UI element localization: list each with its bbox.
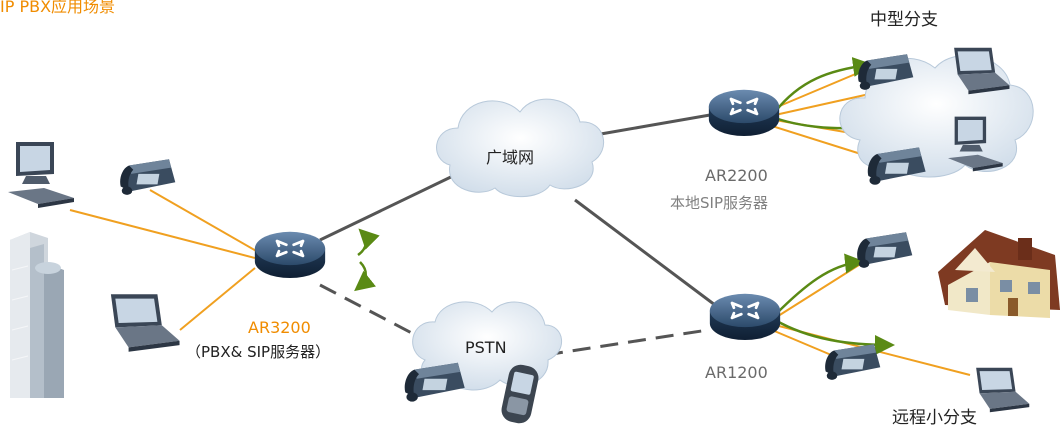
ar2200-role-label: 本地SIP服务器 bbox=[670, 194, 768, 212]
ar2200-label: AR2200 bbox=[705, 166, 768, 185]
ip-phone-icon bbox=[857, 232, 913, 268]
house-icon bbox=[938, 230, 1060, 318]
link-wan-ar2200 bbox=[594, 113, 711, 137]
link-pstn-ar1200 bbox=[544, 328, 709, 357]
ip-phone-icon bbox=[120, 159, 176, 195]
wan-label: 广域网 bbox=[486, 148, 535, 167]
cloud-icon bbox=[436, 98, 604, 198]
mobile-phone-icon bbox=[501, 364, 539, 424]
ip-phone-icon bbox=[825, 344, 881, 380]
pstn-label: PSTN bbox=[465, 338, 507, 357]
ar3200-role-label: （PBX& SIP服务器） bbox=[186, 343, 331, 361]
ar3200-label: AR3200 bbox=[248, 318, 311, 337]
arrow-down bbox=[354, 261, 376, 292]
router-icon bbox=[708, 292, 782, 342]
link-ar3200-wan bbox=[319, 173, 456, 242]
arrow-up bbox=[357, 228, 380, 257]
router-icon bbox=[253, 230, 327, 280]
wan-links bbox=[319, 113, 716, 307]
link-wan-ar1200 bbox=[574, 198, 716, 307]
office-building-icon bbox=[10, 232, 64, 398]
ar1200-label: AR1200 bbox=[705, 363, 768, 382]
laptop-icon bbox=[976, 367, 1030, 413]
router-icon bbox=[707, 88, 781, 138]
small-branch-label: 远程小分支 bbox=[892, 408, 977, 428]
link-ar3200-pstn bbox=[319, 283, 426, 342]
medium-branch-label: 中型分支 bbox=[870, 10, 938, 30]
diagram-title: IP PBX应用场景 bbox=[0, 0, 116, 16]
laptop-icon bbox=[110, 294, 180, 352]
desktop-computer-icon bbox=[8, 142, 74, 208]
ip-phone-icon bbox=[404, 362, 465, 402]
pstn-links bbox=[319, 283, 709, 357]
